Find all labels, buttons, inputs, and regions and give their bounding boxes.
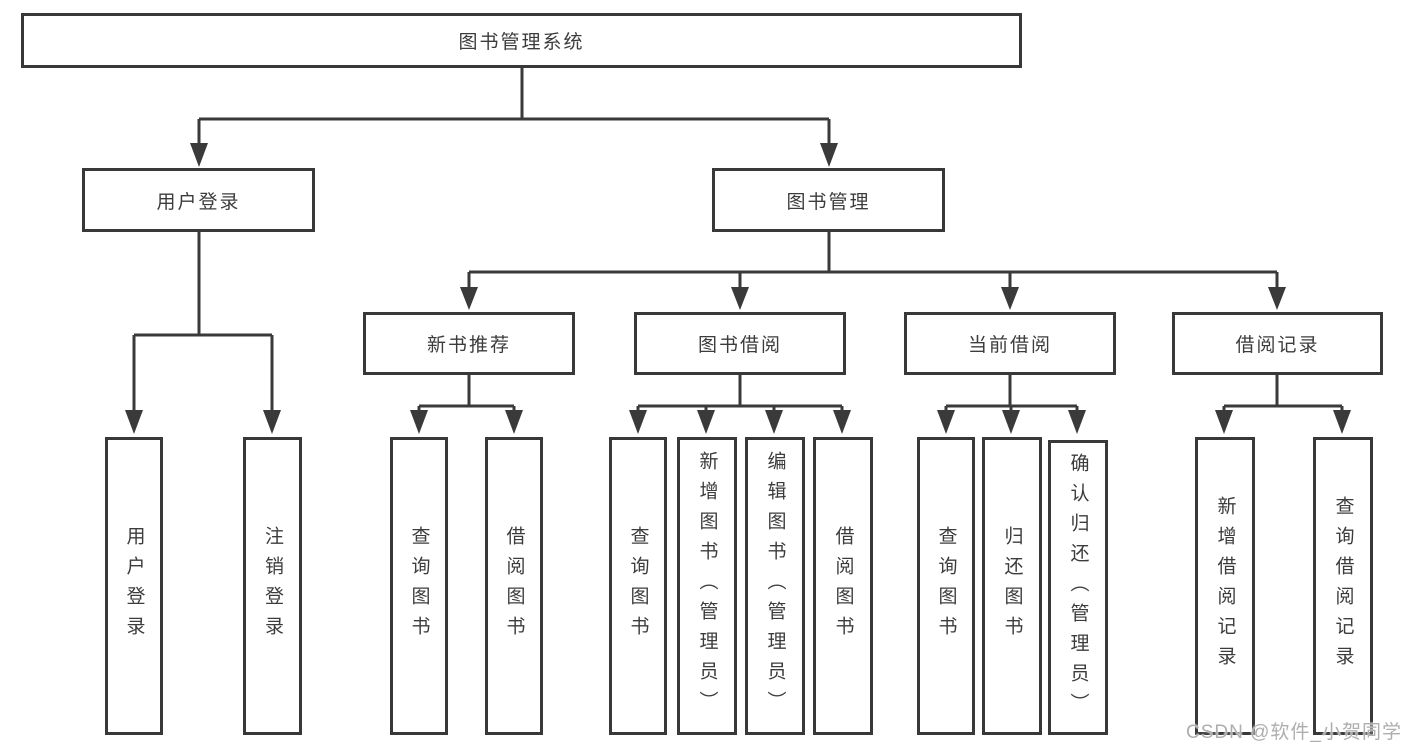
connector-current-to-leaves [944,375,1079,413]
arrowheads-usermgmt [125,410,281,434]
leaf-borrow-books-label: 借阅图书 [832,526,854,646]
node-book-borrowing: 图书借阅 [634,312,846,375]
csdn-watermark: CSDN @软件_小贺同学 [1186,722,1402,743]
leaf-return-books: 归还图书 [982,437,1042,735]
node-book-borrowing-label: 图书借阅 [697,335,782,356]
node-new-book-recommend: 新书推荐 [363,312,575,375]
leaf-query-borrow-record-label: 查询借阅记录 [1332,496,1354,676]
node-current-borrowing-label: 当前借阅 [967,335,1052,356]
connector-newbook-to-leaves [417,375,516,413]
node-user-login: 用户登录 [82,168,315,232]
node-root-label: 图书管理系统 [458,32,585,53]
leaf-borrowing-query-books-label: 查询图书 [627,526,649,646]
leaf-user-login: 用户登录 [105,437,163,735]
leaf-query-borrow-record: 查询借阅记录 [1313,437,1373,735]
leaf-add-borrow-record: 新增借阅记录 [1195,437,1255,735]
leaf-borrowing-query-books: 查询图书 [609,437,667,735]
leaf-user-login-label: 用户登录 [123,526,145,646]
node-current-borrowing: 当前借阅 [904,312,1116,375]
node-user-login-label: 用户登录 [156,191,241,213]
leaf-current-query-books: 查询图书 [917,437,975,735]
connector-records-to-leaves [1222,375,1344,413]
arrowheads-level4 [410,410,1351,434]
node-new-book-recommend-label: 新书推荐 [426,335,511,356]
leaf-current-query-books-label: 查询图书 [935,526,957,646]
leaf-logout: 注销登录 [243,437,302,735]
leaf-recommend-borrow-books-label: 借阅图书 [503,526,525,646]
leaf-confirm-return-admin: 确认归还（管理员） [1048,440,1108,735]
node-book-management: 图书管理 [712,168,945,232]
arrowheads-level3 [460,287,1286,310]
leaf-logout-label: 注销登录 [262,526,283,646]
connector-bookmgmt-to-level3 [467,232,1279,290]
arrowheads-level2 [190,143,838,167]
leaf-edit-books-admin: 编辑图书（管理员） [745,437,805,735]
leaf-recommend-borrow-books: 借阅图书 [485,437,543,735]
leaf-add-borrow-record-label: 新增借阅记录 [1214,496,1236,676]
leaf-add-books-admin-label: 新增图书（管理员） [696,451,718,721]
leaf-confirm-return-admin-label: 确认归还（管理员） [1067,452,1089,723]
connector-borrowing-to-leaves [636,375,844,413]
leaf-recommend-query-books: 查询图书 [390,437,448,735]
connector-root-to-level2 [197,68,831,146]
leaf-borrow-books: 借阅图书 [813,437,873,735]
node-borrowing-records-label: 借阅记录 [1235,335,1320,356]
leaf-add-books-admin: 新增图书（管理员） [677,437,737,735]
leaf-recommend-query-books-label: 查询图书 [408,526,430,646]
node-borrowing-records: 借阅记录 [1172,312,1383,375]
leaf-edit-books-admin-label: 编辑图书（管理员） [764,451,786,721]
connector-usermgmt-to-leaves [132,232,274,413]
node-root: 图书管理系统 [21,13,1022,68]
leaf-return-books-label: 归还图书 [1001,526,1023,646]
node-book-management-label: 图书管理 [786,191,871,213]
